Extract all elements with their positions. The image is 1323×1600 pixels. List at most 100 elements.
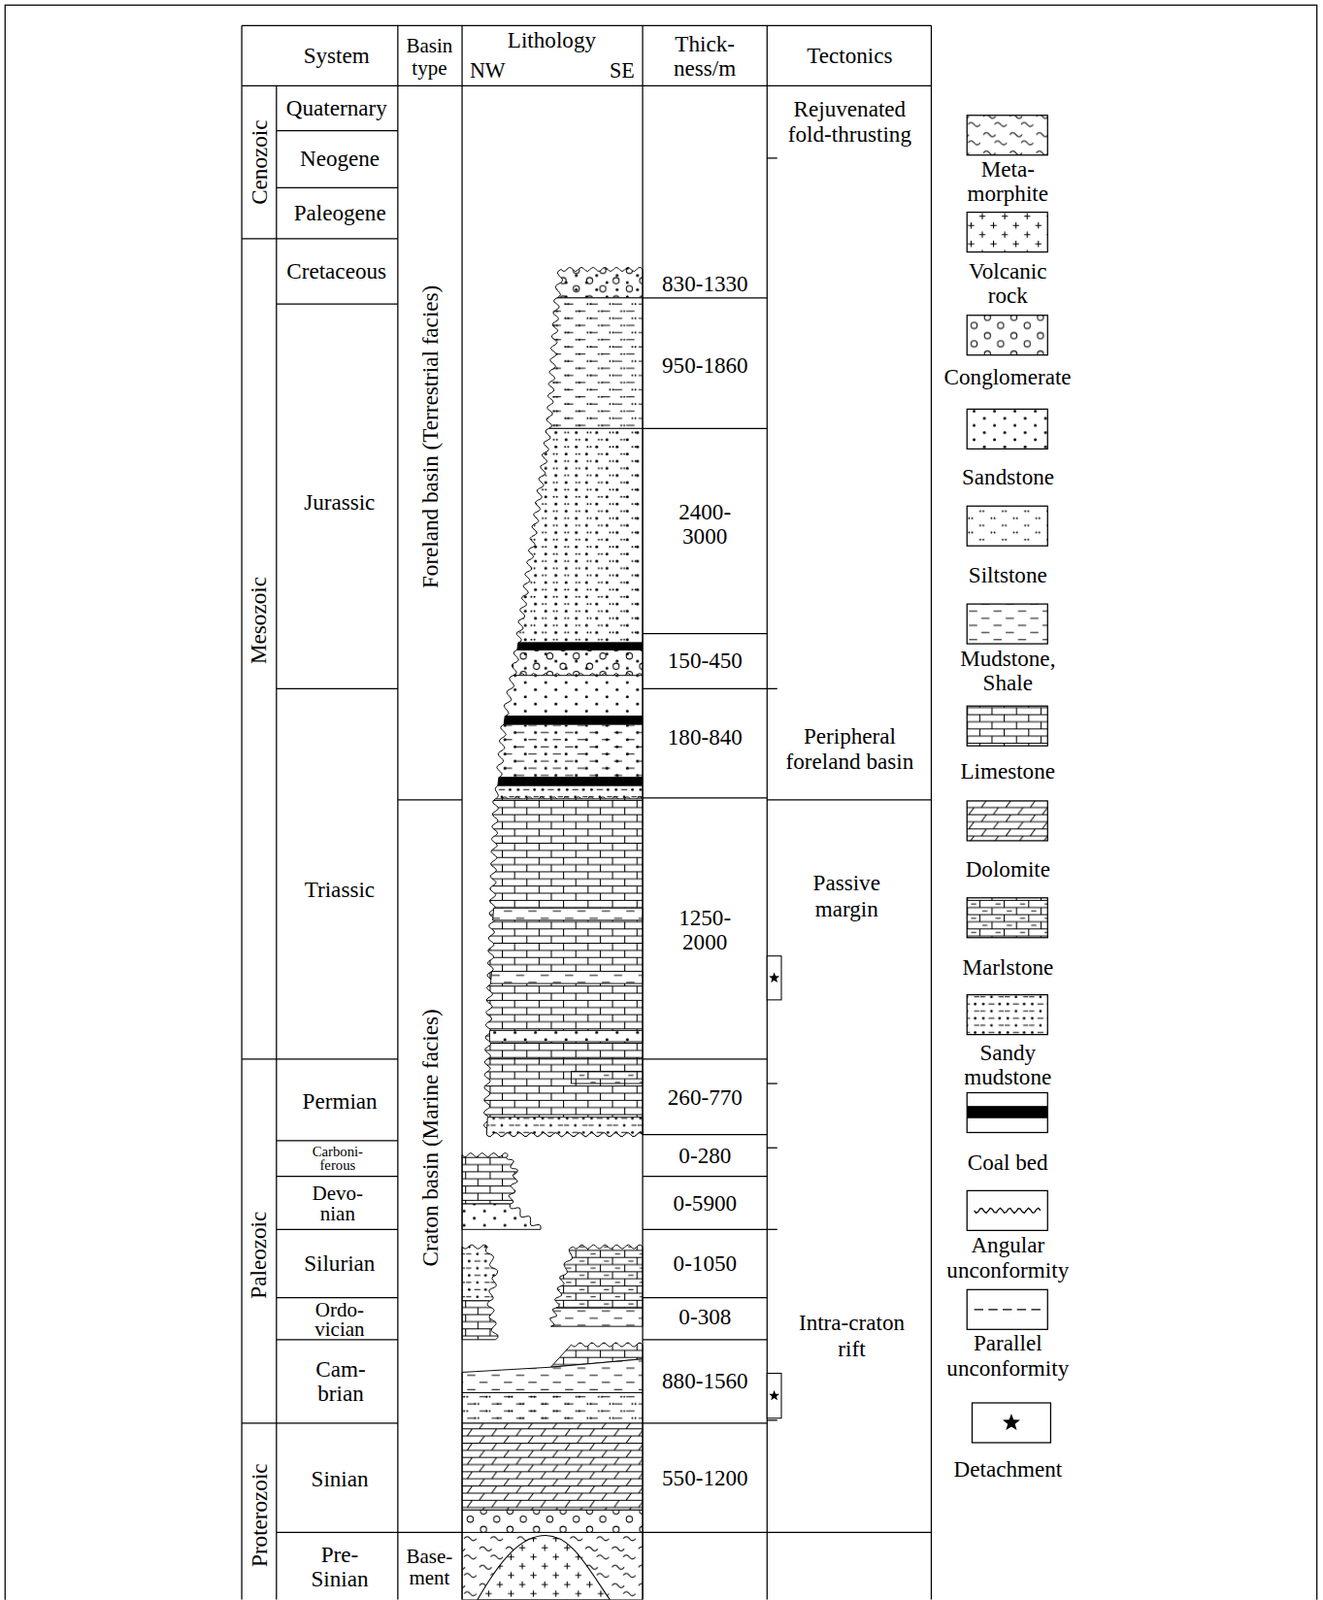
rock-pattern [485, 798, 643, 1059]
legend-label: Sandy mudstone [951, 1040, 1064, 1091]
rock-unit [546, 297, 643, 430]
table-rule [461, 25, 463, 1600]
swatch-ground [966, 408, 1048, 449]
rock-pattern [555, 1244, 644, 1308]
unit-outline [462, 1153, 519, 1205]
rock-pattern [570, 1070, 643, 1084]
unit-outline [462, 1422, 643, 1510]
swatch-ground [966, 505, 1048, 546]
unit-outline [462, 1509, 643, 1532]
rock-pattern [489, 1029, 643, 1042]
rock-pattern [546, 297, 643, 430]
table-rule [240, 25, 242, 1600]
rock-unit [485, 798, 643, 1059]
wavy-line [974, 1207, 1041, 1213]
swatch-border [966, 603, 1048, 644]
table-rule [276, 1139, 398, 1141]
system-label: Jurassic [303, 490, 375, 515]
rock-unit [511, 649, 643, 677]
unit-outline [483, 1058, 643, 1137]
unit-outline [462, 1203, 541, 1229]
swatch-border [971, 1402, 1051, 1443]
unit-outline [462, 1531, 643, 1599]
rock-pattern [511, 649, 643, 677]
rock-unit [555, 1244, 644, 1308]
swatch-pattern [966, 408, 1048, 449]
thickness-value: 0-1050 [673, 1251, 738, 1276]
table-rule [642, 1175, 767, 1177]
unit-outline [495, 785, 643, 800]
legend-label: Sandstone [961, 464, 1055, 490]
legend-swatch [966, 1190, 1048, 1230]
swatch-pattern [966, 603, 1048, 644]
table-rule [766, 1082, 778, 1084]
rock-pattern [517, 642, 643, 650]
rock-unit [462, 1531, 643, 1599]
swatch-ground [966, 800, 1048, 841]
system-label: Paleogene [294, 200, 387, 226]
rock-pattern [516, 428, 643, 643]
rock-pattern [493, 907, 643, 921]
table-rule [642, 1228, 767, 1230]
table-rule [766, 1147, 778, 1149]
table-rule [642, 1058, 767, 1059]
system-label: Quaternary [286, 96, 388, 121]
unit-outline [497, 777, 643, 786]
swatch-pattern [966, 315, 1048, 356]
legend-label: Volcanic rock [957, 259, 1059, 309]
swatch-border [966, 800, 1048, 841]
rock-unit [517, 642, 643, 650]
swatch-pattern [966, 212, 1048, 253]
rock-pattern [486, 1117, 643, 1137]
rock-pattern [490, 970, 643, 984]
table-rule [766, 1419, 778, 1421]
unit-outline [485, 798, 643, 1059]
rock-pattern [497, 777, 643, 786]
legend-label: Mudstone, Shale [951, 646, 1064, 696]
table-rule [241, 1058, 398, 1059]
rock-pattern [462, 1391, 643, 1423]
swatch-pattern [966, 800, 1048, 841]
rock-pattern [462, 1422, 643, 1510]
legend-label: Siltstone [968, 562, 1048, 588]
rock-unit [462, 1300, 498, 1340]
table-rule [642, 796, 767, 798]
table-rule [766, 1228, 778, 1230]
thickness-value: 950-1860 [661, 353, 749, 378]
table-rule [642, 632, 767, 634]
table-rule [241, 25, 931, 27]
unit-outline [496, 724, 643, 778]
basin-type-label: Craton basin (Marine facies) [418, 1008, 443, 1266]
legend-swatch [966, 1092, 1048, 1133]
legend-swatch [966, 1289, 1048, 1329]
coal-band [966, 1105, 1048, 1119]
table-rule [275, 85, 277, 1600]
rock-unit [462, 1244, 498, 1301]
table-rule [276, 1296, 398, 1298]
legend-label: Detachment [954, 1456, 1063, 1482]
thickness-value: 150-450 [667, 648, 743, 673]
swatch-ground [966, 1289, 1048, 1329]
unit-outline [462, 1391, 643, 1423]
rock-unit [462, 1391, 643, 1423]
rock-pattern [462, 1300, 498, 1340]
rock-unit [550, 1307, 643, 1326]
rock-unit [495, 785, 643, 800]
table-rule [276, 303, 398, 305]
column-header: Lithology [507, 28, 596, 53]
legend-swatch [966, 115, 1048, 156]
system-label: Neogene [299, 146, 380, 171]
swatch-border [966, 994, 1048, 1035]
tectonic-label: Intra-craton rift [785, 1309, 919, 1361]
system-label: Silurian [303, 1251, 375, 1276]
legend-label: Coal bed [967, 1150, 1049, 1175]
column-header: System [303, 43, 370, 68]
unit-outline [462, 1358, 643, 1393]
table-rule [642, 1338, 767, 1340]
table-rule [930, 25, 932, 1600]
rock-unit [462, 1509, 643, 1532]
table-rule [241, 237, 398, 239]
thickness-value: 550-1200 [661, 1465, 749, 1490]
swatch-pattern [966, 897, 1048, 938]
